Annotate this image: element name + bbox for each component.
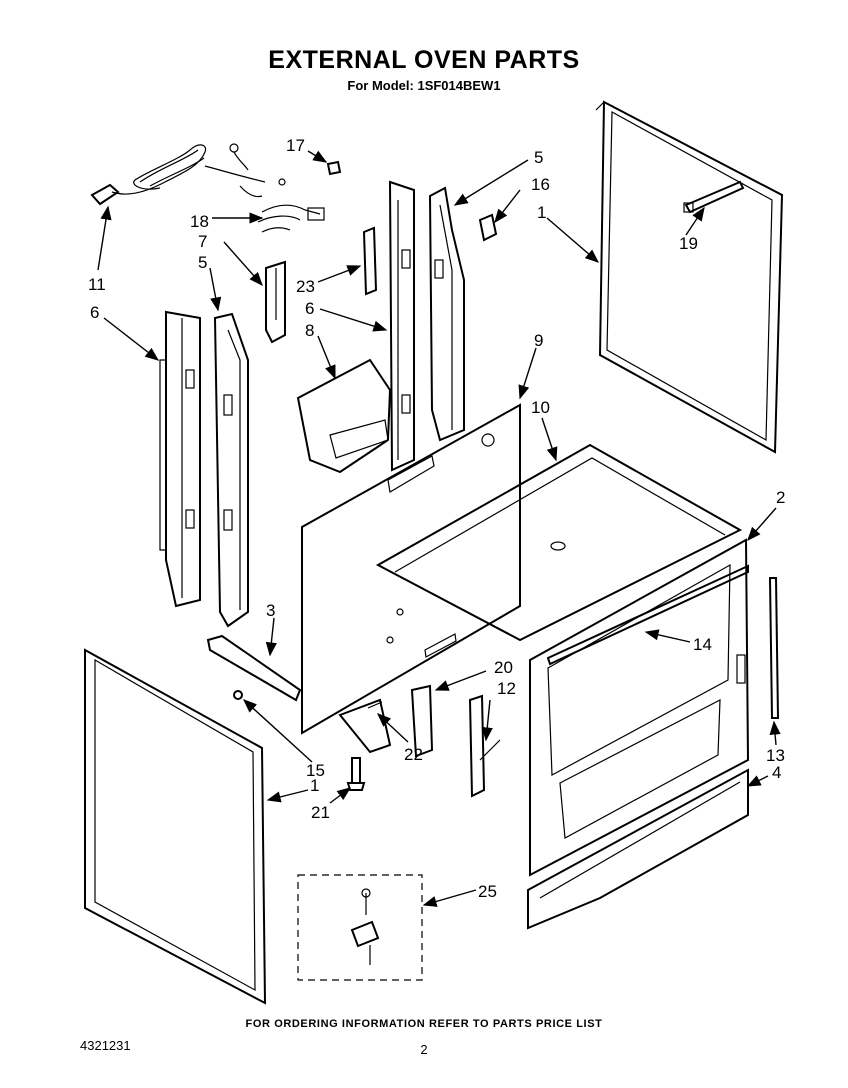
leveler-22 [338, 698, 392, 754]
clip-16 [478, 213, 498, 242]
leg-21 [346, 757, 366, 791]
document-number: 4321231 [80, 1038, 131, 1053]
callout-21: 21 [311, 803, 330, 822]
front-frame-2 [529, 538, 750, 877]
callout-9: 9 [534, 331, 543, 350]
callout-18: 18 [190, 212, 209, 231]
wire-harness-18 [257, 204, 325, 233]
bracket-23 [362, 226, 378, 296]
screw-17 [326, 160, 342, 176]
kit-box-25 [297, 874, 423, 981]
callout-1-bottom: 1 [310, 776, 319, 795]
bracket-7 [265, 260, 286, 344]
side-panel-left [84, 648, 267, 1005]
model-subtitle: For Model: 1SF014BEW1 [347, 78, 501, 93]
callout-8: 8 [305, 321, 314, 340]
tall-rail-right [428, 186, 465, 442]
tall-rail-left [213, 312, 249, 628]
ordering-info-footer: FOR ORDERING INFORMATION REFER TO PARTS … [245, 1018, 603, 1030]
callout-22: 22 [404, 745, 423, 764]
leader-lines [97, 150, 781, 907]
side-rail-left [159, 310, 201, 608]
callout-10: 10 [531, 398, 550, 417]
callout-labels: 17 5 16 1 18 7 19 11 5 23 6 6 8 9 10 2 3… [88, 136, 785, 901]
callout-5-left: 5 [198, 253, 207, 272]
rear-panel-9 [301, 403, 521, 735]
power-cord [90, 143, 286, 206]
lower-rail-3 [206, 634, 302, 702]
callout-4: 4 [772, 763, 781, 782]
callout-19: 19 [679, 234, 698, 253]
vent-duct-8 [296, 358, 392, 474]
screw-15 [233, 690, 243, 700]
callout-6-left: 6 [90, 303, 99, 322]
callout-12: 12 [497, 679, 516, 698]
callout-20: 20 [494, 658, 513, 677]
callout-5-top: 5 [534, 148, 543, 167]
kickplate-4 [527, 768, 749, 930]
bracket-12 [468, 694, 501, 798]
side-panel-right [595, 100, 784, 454]
top-panel-10 [375, 443, 743, 642]
bracket-20 [410, 684, 434, 758]
page-number: 2 [420, 1042, 428, 1057]
callout-3: 3 [266, 601, 275, 620]
callout-25: 25 [478, 882, 497, 901]
clip-19 [683, 180, 745, 214]
callout-15: 15 [306, 761, 325, 780]
rod-13 [768, 577, 780, 719]
callout-6-center: 6 [305, 299, 314, 318]
callout-17: 17 [286, 136, 305, 155]
callout-16: 16 [531, 175, 550, 194]
callout-11: 11 [88, 275, 106, 294]
callout-1-top: 1 [537, 203, 546, 222]
callout-2: 2 [776, 488, 785, 507]
callout-13: 13 [766, 746, 785, 765]
callout-23: 23 [296, 277, 315, 296]
callout-14: 14 [693, 635, 712, 654]
callout-7: 7 [198, 232, 207, 251]
tall-rail-center [388, 180, 415, 472]
trim-strip-14 [546, 564, 749, 666]
page-title: EXTERNAL OVEN PARTS [268, 46, 580, 74]
